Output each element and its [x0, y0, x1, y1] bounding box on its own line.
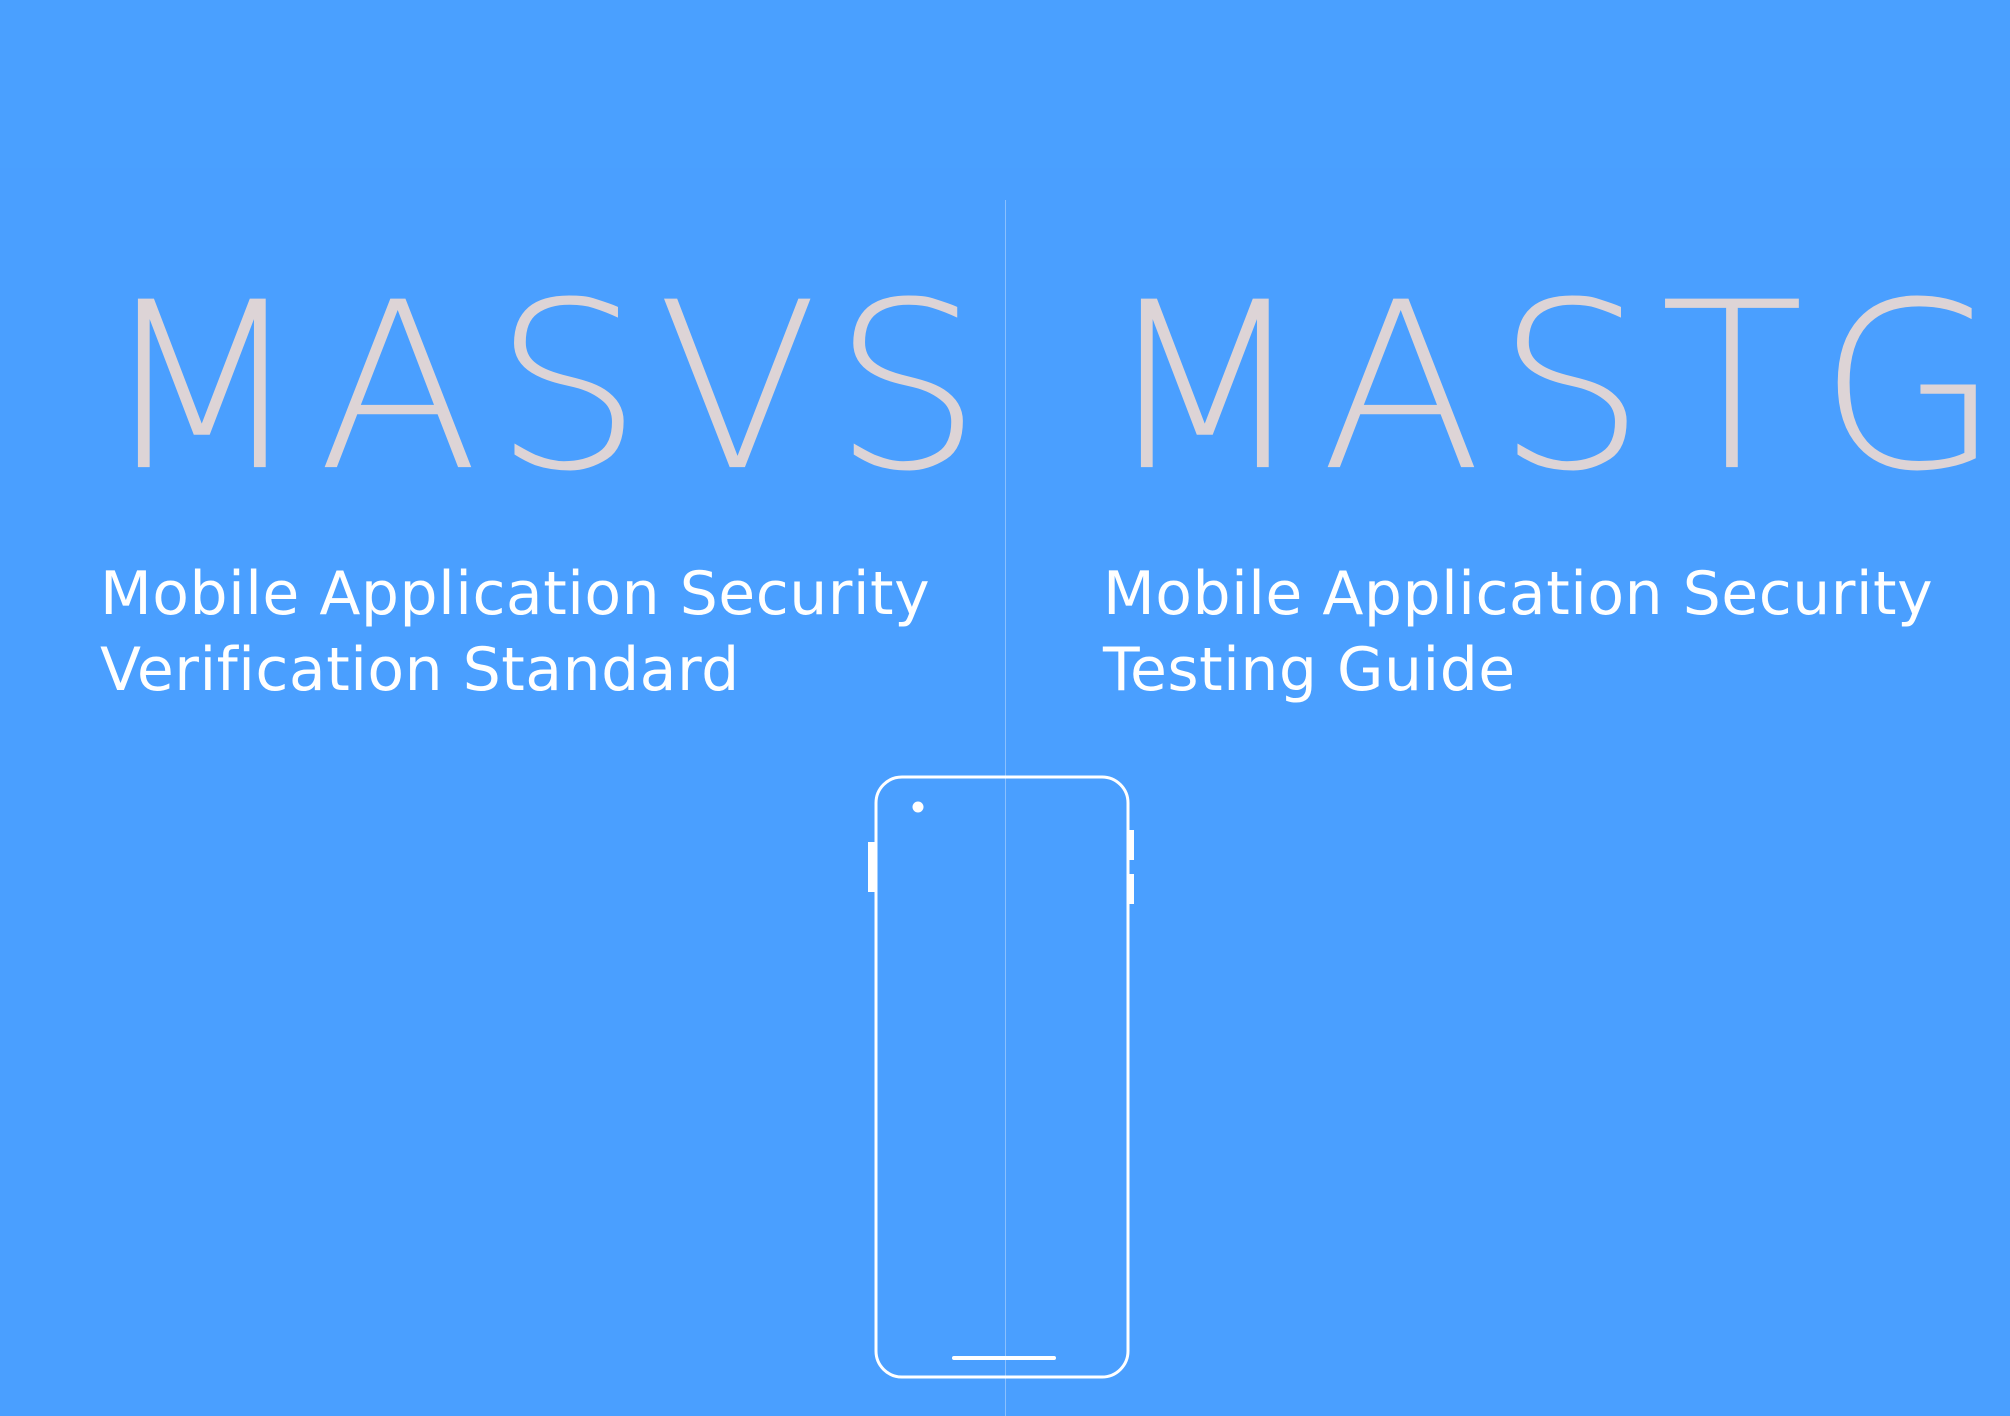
top-band [0, 0, 2010, 168]
phone-left-button [868, 842, 876, 892]
phone-body [874, 775, 1130, 1379]
masvs-subtitle-line2: Verification Standard [100, 635, 740, 705]
mastg-subtitle-line2: Testing Guide [1103, 635, 1516, 705]
masvs-subtitle-line1: Mobile Application Security [100, 559, 931, 629]
mastg-subtitle-line1: Mobile Application Security [1103, 559, 1934, 629]
masvs-panel: MASVS Mobile Application Security Verifi… [100, 252, 997, 708]
phone-right-button-bottom [1128, 874, 1134, 904]
mastg-panel: MASTG Mobile Application Security Testin… [1103, 252, 2010, 708]
masvs-subtitle: Mobile Application Security Verification… [100, 556, 960, 708]
mastg-subtitle: Mobile Application Security Testing Guid… [1103, 556, 1963, 708]
masvs-title: MASVS [100, 252, 997, 523]
phone-home-bar [952, 1356, 1056, 1360]
smartphone-outline-icon [868, 775, 1134, 1379]
mastg-title: MASTG [1103, 252, 2010, 523]
center-divider [1005, 200, 1006, 1416]
phone-right-button-top [1128, 830, 1134, 860]
phone-camera [912, 801, 924, 813]
